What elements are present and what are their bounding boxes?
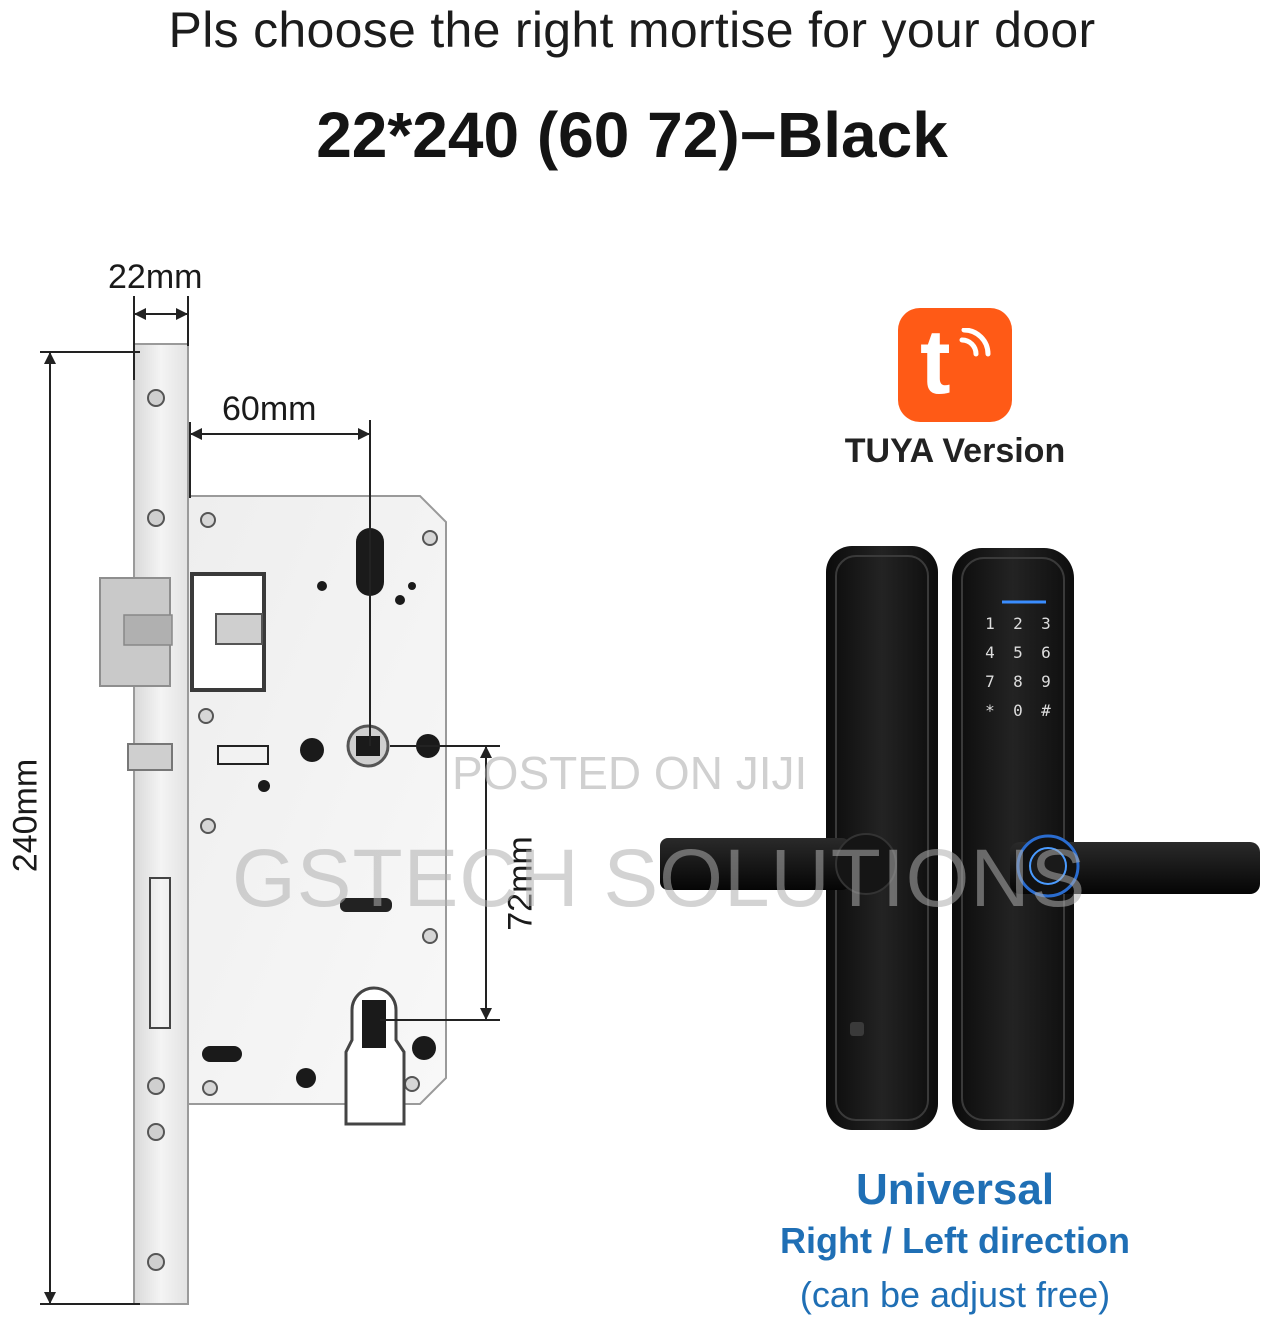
universal-heading: Universal: [855, 1165, 1055, 1214]
adjust-note: (can be adjust free): [799, 1274, 1111, 1315]
tuya-logo-letter: t: [920, 311, 951, 413]
keypad-key: 7: [985, 672, 995, 691]
deadbolt: [127, 743, 173, 771]
mortise-lock-diagram: [40, 296, 500, 1305]
wifi-arcs-icon: [959, 328, 991, 357]
spindle-hub: [346, 724, 390, 768]
dimension-lines: [40, 296, 500, 1305]
keypad-key: 6: [1041, 643, 1051, 662]
dimension-22mm-label: 22mm: [108, 258, 203, 296]
cylinder-hole: [344, 986, 406, 1126]
keypad: 1 2 3 4 5 6 7 8 9 * 0 #: [976, 614, 1060, 720]
keypad-key: 8: [1013, 672, 1023, 691]
watermark-posted-on: POSTED ON JIJI: [452, 747, 808, 799]
page-heading: Pls choose the right mortise for your do…: [168, 2, 1096, 58]
keypad-key: 5: [1013, 643, 1023, 662]
keypad-key: *: [985, 701, 995, 720]
dimension-240mm-label: 240mm: [6, 758, 45, 873]
keypad-key: 9: [1041, 672, 1051, 691]
dimension-60mm-label: 60mm: [222, 390, 317, 428]
body-screws: [198, 512, 438, 1096]
dimension-arrows: [44, 308, 492, 1304]
back-handle: [660, 838, 850, 890]
keypad-key: 4: [985, 643, 995, 662]
keypad-key: 0: [1013, 701, 1023, 720]
faceplate-screws: [147, 389, 165, 1271]
direction-text: Right / Left direction: [780, 1220, 1130, 1261]
latch-bolt: [99, 577, 173, 687]
front-panel: [952, 548, 1074, 1130]
keypad-key: #: [1041, 701, 1051, 720]
mortise-size-title: 22*240 (60 72)−Black: [316, 99, 948, 171]
watermark-seller: GSTECH SOLUTIONS: [232, 833, 1087, 924]
tuya-logo: t: [898, 308, 1012, 422]
keypad-key: 3: [1041, 614, 1051, 633]
keypad-key: 2: [1013, 614, 1023, 633]
tuya-version-caption: TUYA Version: [844, 432, 1066, 470]
smart-lock-render: [660, 546, 1260, 1130]
body-holes: [202, 528, 440, 1088]
faceplate: [133, 343, 189, 1305]
keypad-key: 1: [985, 614, 995, 633]
